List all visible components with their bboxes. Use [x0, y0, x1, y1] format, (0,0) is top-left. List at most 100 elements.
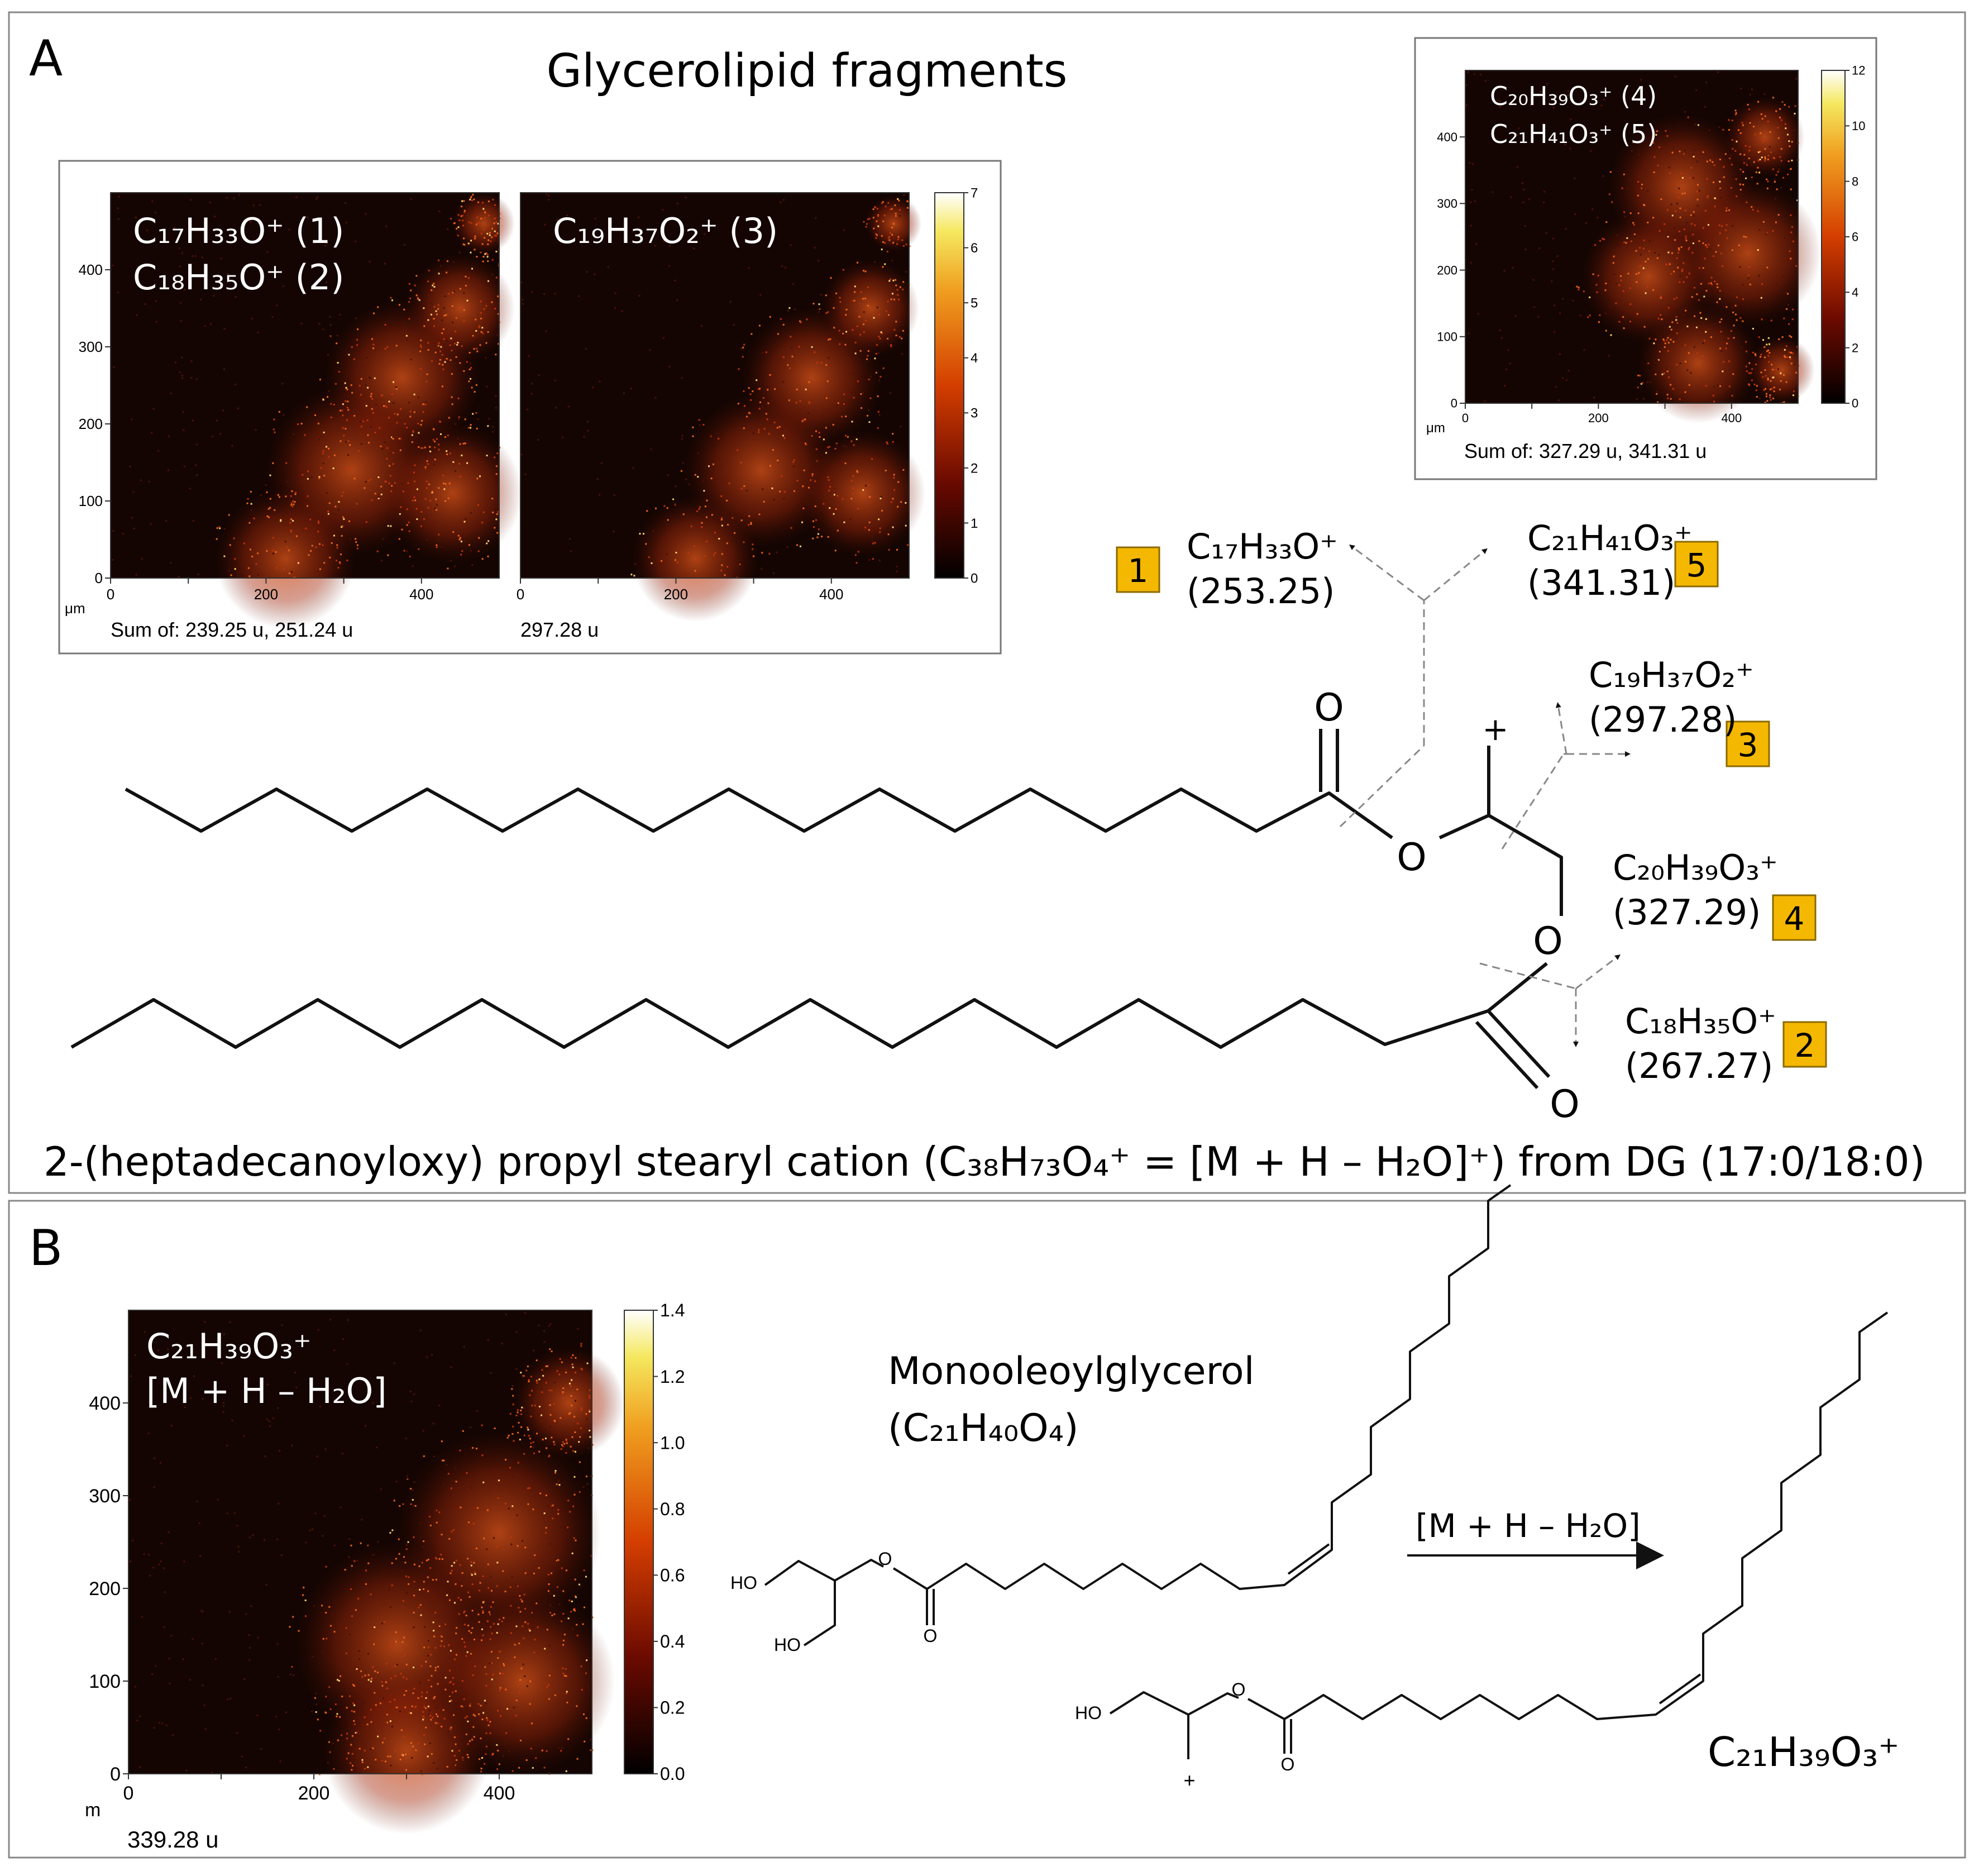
noise-pixel: [637, 216, 639, 218]
noise-pixel: [1749, 93, 1751, 96]
pixel: [546, 1750, 548, 1752]
pixel: [1723, 176, 1725, 178]
pixel: [1683, 281, 1685, 283]
pixel: [1792, 394, 1794, 397]
noise-pixel: [169, 1682, 171, 1684]
pixel: [381, 1741, 384, 1744]
pixel: [341, 1734, 343, 1736]
ho-product: HO: [1075, 1703, 1102, 1723]
noise-pixel: [1558, 399, 1560, 402]
pixel: [548, 1674, 551, 1677]
pixel: [546, 1629, 548, 1631]
pixel: [1720, 225, 1723, 227]
pixel: [1752, 126, 1755, 128]
noise-pixel: [1600, 104, 1603, 107]
noise-pixel: [1648, 240, 1651, 242]
pixel: [1667, 251, 1670, 254]
pixel: [443, 338, 445, 340]
pixel: [494, 1428, 496, 1430]
noise-pixel: [1702, 342, 1704, 345]
pixel: [561, 1444, 563, 1446]
pixel: [529, 1394, 531, 1396]
pixel: [757, 388, 759, 390]
noise-pixel: [463, 1346, 465, 1348]
pixel: [887, 202, 890, 204]
noise-pixel: [752, 432, 754, 435]
pixel: [1767, 349, 1770, 351]
noise-pixel: [1569, 147, 1571, 150]
pixel: [1623, 327, 1625, 330]
pixel: [1627, 273, 1629, 275]
pixel: [1792, 240, 1794, 242]
pixel: [289, 522, 291, 524]
colorbar-tick-label: 1.4: [660, 1300, 685, 1320]
pixel: [1796, 346, 1798, 348]
pixel: [737, 449, 739, 451]
pixel: [1681, 270, 1683, 273]
pixel: [371, 499, 373, 502]
noise-pixel: [202, 1611, 204, 1613]
pixel: [465, 1615, 467, 1617]
noise-pixel: [195, 378, 198, 380]
noise-pixel: [547, 1505, 549, 1507]
pixel: [1731, 120, 1733, 122]
pixel: [370, 1681, 372, 1683]
noise-pixel: [129, 466, 131, 468]
pixel: [544, 1532, 547, 1534]
pixel: [323, 562, 326, 564]
pixel: [353, 1560, 356, 1562]
noise-pixel: [363, 1702, 365, 1704]
noise-pixel: [1683, 313, 1685, 316]
pixel: [444, 483, 447, 485]
pixel: [909, 245, 911, 247]
pixel: [1637, 212, 1640, 214]
pixel: [1772, 230, 1774, 232]
pixel: [530, 1442, 532, 1444]
pixel: [463, 211, 466, 213]
pixel: [426, 1559, 428, 1562]
noise-pixel: [1751, 164, 1753, 166]
pixel: [383, 405, 385, 407]
pixel: [1738, 129, 1740, 131]
noise-pixel: [426, 1356, 428, 1358]
noise-pixel: [1686, 328, 1689, 331]
pixel: [450, 218, 452, 220]
pixel: [325, 1696, 327, 1698]
noise-pixel: [1720, 197, 1722, 199]
noise-pixel: [209, 323, 212, 325]
pixel: [783, 437, 786, 439]
pixel: [888, 236, 891, 238]
pixel: [438, 342, 440, 344]
pixel: [1777, 127, 1779, 129]
pixel: [402, 1600, 404, 1602]
pixel: [834, 550, 837, 552]
noise-pixel: [551, 1507, 553, 1509]
pixel: [309, 518, 312, 521]
pixel: [475, 1448, 477, 1450]
pixel: [1637, 180, 1640, 183]
pixel: [431, 491, 433, 494]
noise-pixel: [375, 403, 377, 405]
pixel: [315, 546, 317, 548]
pixel: [864, 527, 867, 529]
pixel: [1789, 351, 1791, 354]
pixel: [1701, 355, 1704, 357]
pixel: [704, 555, 706, 557]
noise-pixel: [214, 216, 216, 218]
pixel: [1779, 156, 1781, 158]
pixel: [1790, 336, 1793, 338]
noise-pixel: [364, 1425, 366, 1427]
pixel: [702, 423, 705, 426]
pixel: [1734, 304, 1737, 307]
pixel: [475, 1548, 477, 1550]
noise-pixel: [308, 477, 310, 479]
pixel: [436, 546, 438, 548]
pixel: [467, 1743, 469, 1745]
x-tick-label: 200: [664, 586, 688, 603]
pixel: [567, 1738, 570, 1740]
pixel: [1623, 211, 1626, 213]
noise-pixel: [184, 1406, 186, 1409]
pixel: [1731, 164, 1733, 166]
pixel: [882, 266, 884, 268]
pixel: [1673, 270, 1675, 273]
